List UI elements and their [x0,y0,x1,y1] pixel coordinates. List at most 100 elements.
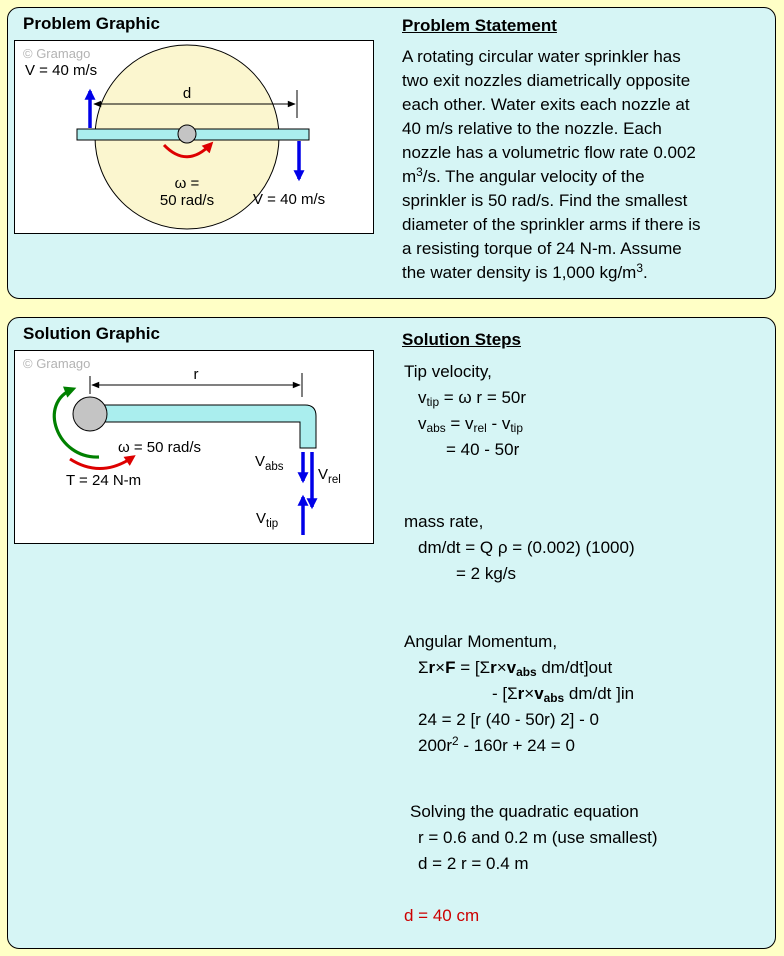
text-segment: r [428,658,436,677]
text-segment: v [506,658,517,677]
text-segment: tip [426,394,440,409]
text-segment: Solving the quadratic equation [410,802,639,821]
text-segment: mass rate, [404,512,484,531]
text-segment: d = 40 cm [404,906,480,925]
text-segment: = ω r = 50r [439,388,527,407]
velocity-label-right: V = 40 m/s [253,191,325,208]
watermark: © Gramago [23,46,90,61]
statement-line: A rotating circular water sprinkler has [402,45,775,69]
vabs-label: Vabs [255,453,284,473]
sprinkler-hub [177,124,197,144]
text-segment: diameter of the sprinkler arms if there … [402,215,701,234]
text-segment: 3 [636,261,643,276]
omega-label-line1: ω = [175,175,200,192]
text-segment: × [524,684,535,703]
text-segment: r [490,658,497,677]
text-segment: × [435,658,446,677]
text-segment: . [642,263,648,282]
text-segment: each other. Water exits each nozzle at [402,95,690,114]
statement-line: 40 m/s relative to the nozzle. Each [402,117,775,141]
text-segment: a resisting torque of 24 N-m. Assume [402,239,682,258]
text-segment: the water density is 1,000 kg/m [402,263,637,282]
radius-label: r [194,366,199,383]
text-segment: 40 m/s relative to the nozzle. Each [402,119,662,138]
vrel-label: Vrel [318,466,341,486]
solution-line: = 40 - 50r [402,437,775,463]
text-segment: A rotating circular water sprinkler has [402,47,681,66]
text-segment: = v [445,414,474,433]
watermark: © Gramago [23,356,90,371]
torque-arrow-icon [52,386,100,459]
solution-graphic-title: Solution Graphic [23,324,160,343]
statement-line: nozzle has a volumetric flow rate 0.002 [402,141,775,165]
solution-panel: Solution Graphic © G [7,317,776,949]
problem-panel: Problem Graphic © Gramago [7,7,776,299]
text-segment: 2 [452,734,459,749]
text-segment: - v [486,414,511,433]
solution-line: vabs = vrel - vtip [402,411,775,437]
text-segment: nozzle has a volumetric flow rate 0.002 [402,143,696,162]
solution-line: r = 0.6 and 0.2 m (use smallest) [402,825,775,851]
vtip-label: Vtip [256,510,278,530]
vabs-label-sub: abs [265,461,284,473]
text-segment: Σ [418,658,429,677]
solution-line: Solving the quadratic equation [402,799,775,825]
sprinkler-hub [72,396,108,432]
solution-line: = 2 kg/s [402,561,775,587]
text-segment: 3 [416,165,423,180]
vtip-label-sub: tip [266,518,278,530]
problem-statement-title: Problem Statement [402,16,557,35]
problem-diagram-svg: © Gramago V = 40 m/s d ω = 50 rad/s V = … [23,44,325,230]
omega-label: ω = 50 rad/s [118,439,201,456]
statement-line: two exit nozzles diametrically opposite [402,69,775,93]
solution-line: 24 = 2 [r (40 - 50r) 2] - 0 [402,707,775,733]
text-segment: dm/dt = Q ρ = (0.002) (1000) [418,538,635,557]
text-segment: Tip velocity, [404,362,492,381]
final-answer: d = 40 cm [402,903,775,929]
solution-line: - [Σr×vabs dm/dt ]in [402,681,775,707]
solution-steps-title: Solution Steps [402,330,521,349]
solution-diagram-box: © Gramago r ω = 50 rad/s T = 24 N-m Vabs… [14,350,374,544]
text-segment: v [418,388,427,407]
problem-diagram-box: © Gramago V = 40 m/s d ω = 50 rad/s V = … [14,40,374,234]
vabs-label-main: V [255,453,265,470]
text-segment: r [517,684,525,703]
text-segment: rel [473,420,487,435]
solution-line: vtip = ω r = 50r [402,385,775,411]
problem-graphic-title: Problem Graphic [23,14,160,33]
text-segment: abs [426,420,446,435]
velocity-label-left: V = 40 m/s [25,62,97,79]
statement-line: a resisting torque of 24 N-m. Assume [402,237,775,261]
solution-diagram-svg: © Gramago r ω = 50 rad/s T = 24 N-m Vabs… [23,356,341,535]
solution-line: d = 2 r = 0.4 m [402,851,775,877]
text-segment: 24 = 2 [r (40 - 50r) 2] - 0 [418,710,599,729]
solution-steps-column: Solution Steps Tip velocity, vtip = ω r … [402,330,775,929]
solution-line: Σr×F = [Σr×vabs dm/dt]out [402,655,775,681]
text-segment: - 160r + 24 = 0 [458,736,575,755]
text-segment: r = 0.6 and 0.2 m (use smallest) [418,828,658,847]
text-segment: Angular Momentum, [404,632,558,651]
diameter-label: d [183,85,191,102]
text-segment: abs [516,664,537,679]
statement-line: each other. Water exits each nozzle at [402,93,775,117]
text-segment: dm/dt ]in [564,684,635,703]
text-segment: v [418,414,427,433]
text-segment: v [534,684,544,703]
statement-line: m3/s. The angular velocity of the [402,165,775,189]
text-segment: = [Σ [455,658,491,677]
text-segment: abs [543,690,565,705]
solution-line: mass rate, [402,509,775,535]
solution-line: dm/dt = Q ρ = (0.002) (1000) [402,535,775,561]
text-segment: × [496,658,507,677]
problem-statement-column: Problem Statement A rotating circular wa… [402,16,775,285]
text-segment: = 2 kg/s [456,564,517,583]
text-segment: = 40 - 50r [446,440,520,459]
rotation-direction-arrow-icon [162,141,214,159]
text-segment: /s. The angular velocity of the [422,167,645,186]
text-segment: two exit nozzles diametrically opposite [402,71,691,90]
vtip-label-main: V [256,510,266,527]
sprinkler-arm-pipe [101,404,317,449]
solution-line: Tip velocity, [402,359,775,385]
text-segment: sprinkler is 50 rad/s. Find the smallest [402,191,688,210]
